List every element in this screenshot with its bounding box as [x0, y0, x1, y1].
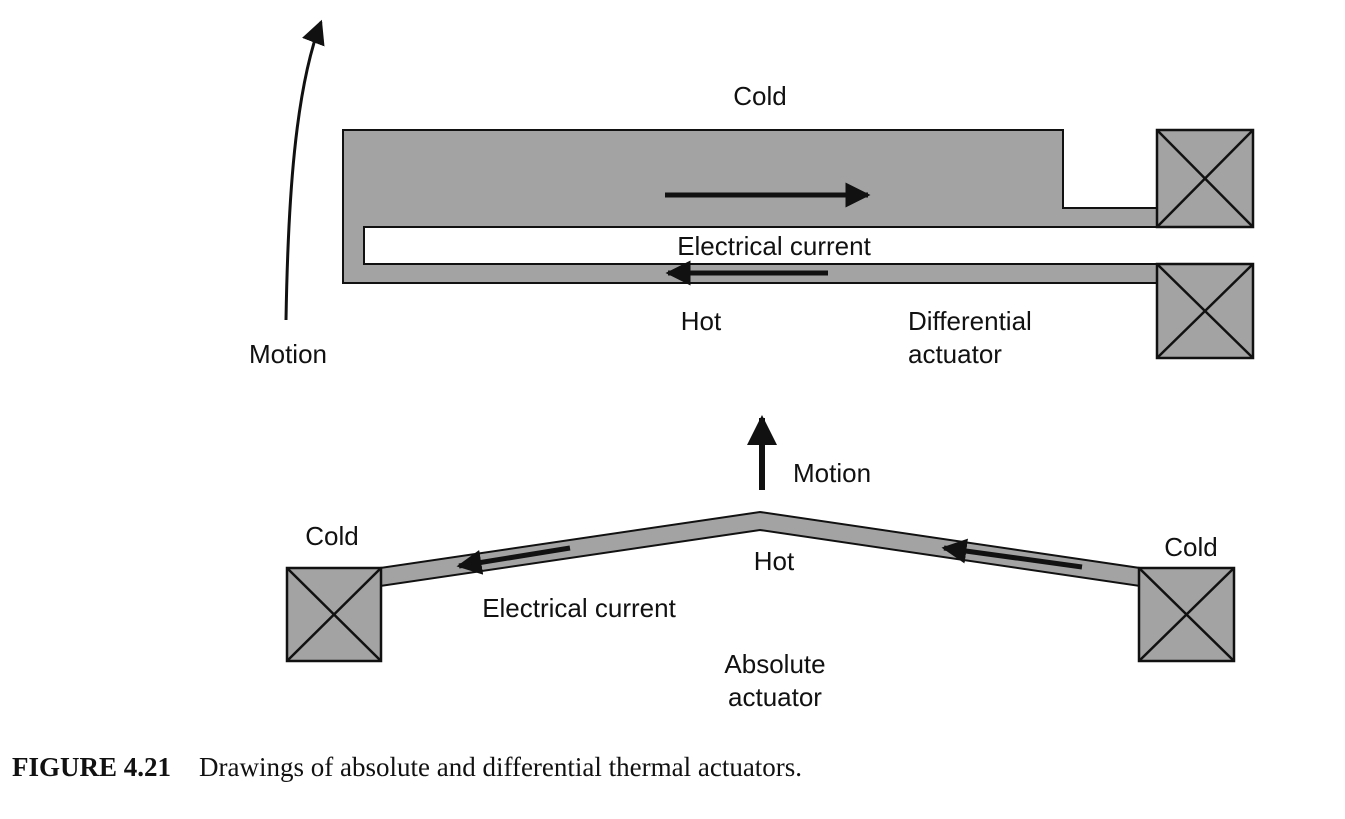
caption-text: Drawings of absolute and differential th…: [199, 752, 803, 782]
differential-motion-label: Motion: [249, 339, 327, 369]
differential-anchor-top: [1155, 128, 1255, 229]
differential-cold-label: Cold: [733, 81, 786, 111]
absolute-current-arrow-left: [456, 545, 571, 575]
absolute-cold-left-label: Cold: [305, 521, 358, 551]
figure-caption: FIGURE 4.21 Drawings of absolute and diff…: [12, 752, 1332, 783]
differential-anchor-bottom: [1155, 262, 1255, 360]
differential-actuator: Cold Electrical current Hot Differential…: [249, 19, 1255, 369]
differential-name-label-line1: Differential: [908, 306, 1032, 336]
absolute-name-label-line1: Absolute: [724, 649, 825, 679]
differential-motion-arrow: [284, 19, 325, 321]
absolute-anchor-left: [285, 566, 383, 663]
absolute-current-arrow-right: [941, 538, 1083, 570]
thermal-actuators-figure: Cold Electrical current Hot Differential…: [249, 19, 1255, 712]
absolute-name-label-line2: actuator: [728, 682, 822, 712]
absolute-motion-label: Motion: [793, 458, 871, 488]
absolute-hot-label: Hot: [754, 546, 795, 576]
differential-beam: [342, 129, 1158, 284]
figure-number: FIGURE 4.21: [12, 752, 172, 782]
absolute-current-label: Electrical current: [482, 593, 676, 623]
absolute-cold-right-label: Cold: [1164, 532, 1217, 562]
differential-hot-label: Hot: [681, 306, 722, 336]
differential-name-label-line2: actuator: [908, 339, 1002, 369]
absolute-actuator: Motion Cold Cold Hot Electrical current …: [285, 415, 1236, 712]
differential-current-label: Electrical current: [677, 231, 871, 261]
absolute-anchor-right: [1137, 566, 1236, 663]
